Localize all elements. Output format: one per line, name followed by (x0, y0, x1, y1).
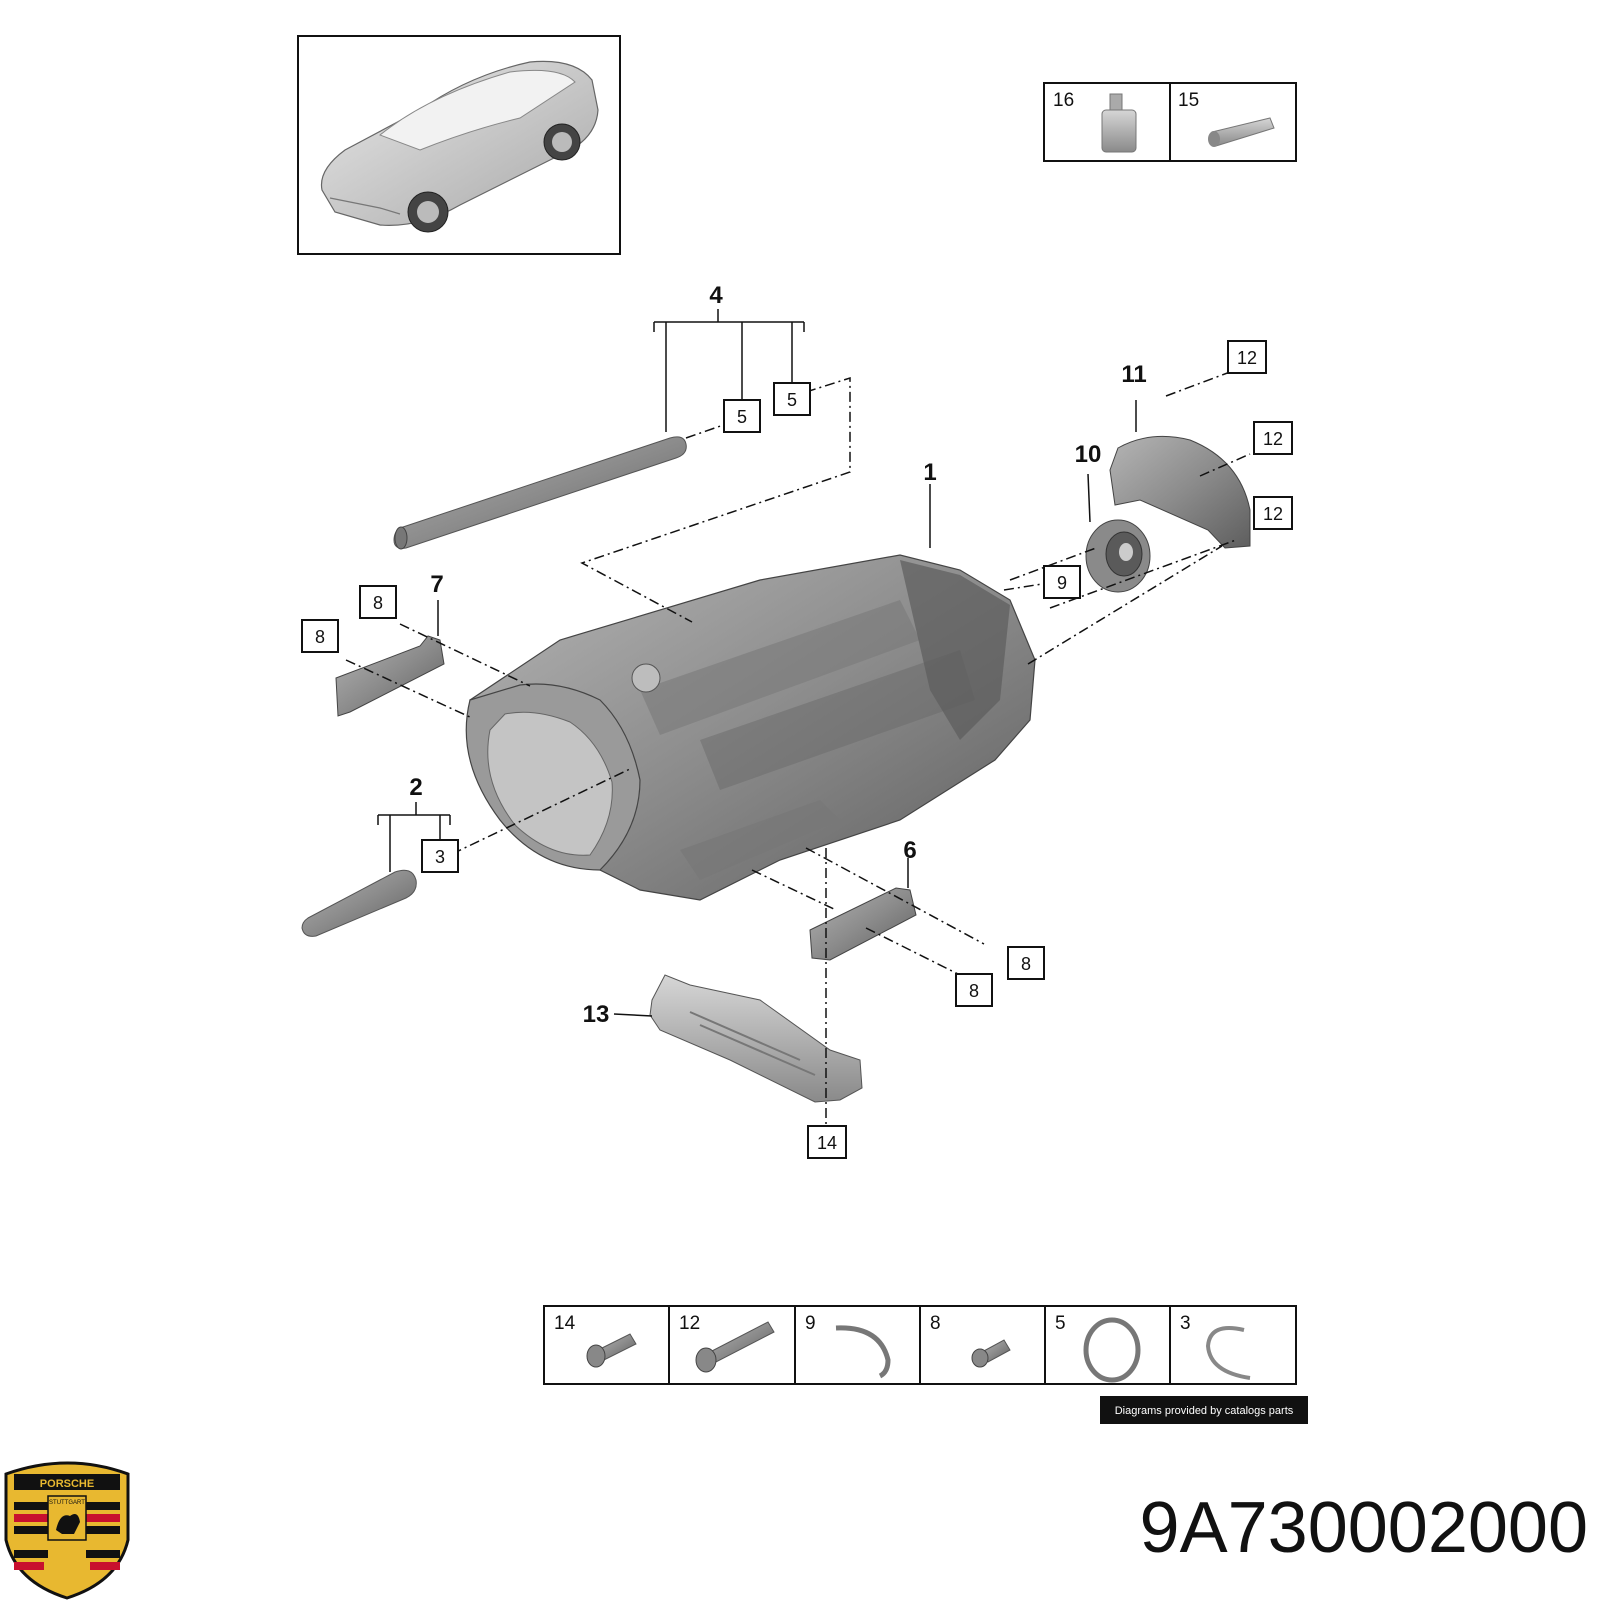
part-number: 9A730002000 (1140, 1488, 1588, 1568)
credit-text: Diagrams provided by catalogs parts (1115, 1405, 1294, 1417)
circlip-icon (835, 1325, 891, 1379)
o-ring-icon (1083, 1317, 1141, 1383)
crest-text: PORSCHE (40, 1478, 94, 1490)
boxed-callout-9: 9 (1057, 573, 1067, 593)
fastener-label: 12 (679, 1313, 700, 1334)
callout-1: 1 (923, 459, 936, 486)
boxed-callout-8: 8 (315, 627, 325, 647)
bracket-7 (335, 635, 445, 717)
fasteners-table: 14 12 9 8 5 3 (543, 1305, 1297, 1385)
oil-bottle-icon (1101, 93, 1137, 153)
boxed-callout-8: 8 (1021, 954, 1031, 974)
mount-bracket-13 (649, 974, 863, 1103)
boxed-callout-3: 3 (435, 847, 445, 867)
boxed-callout-12: 12 (1263, 504, 1283, 524)
porsche-crest-logo: PORSCHE STUTTGART (4, 1461, 130, 1600)
boxed-callout-5: 5 (737, 407, 747, 427)
snap-ring-icon (1205, 1326, 1251, 1380)
grease-tube-icon (1208, 117, 1275, 147)
input-shaft (393, 436, 687, 550)
boxed-callout-12: 12 (1237, 348, 1257, 368)
drive-flange-shaft (301, 869, 417, 937)
assembly-lines (345, 371, 1251, 1132)
callout-4: 4 (709, 282, 723, 309)
boxed-callout-14: 14 (817, 1133, 837, 1153)
small-bolt-icon (971, 1339, 1011, 1368)
fastener-label: 5 (1055, 1313, 1066, 1334)
callout-7: 7 (430, 571, 443, 598)
boxed-callout-5: 5 (787, 390, 797, 410)
fastener-label: 9 (805, 1313, 816, 1334)
credit-bar: Diagrams provided by catalogs parts (1100, 1396, 1308, 1424)
callout-11: 11 (1121, 361, 1146, 388)
leader-lines (377, 309, 1137, 1017)
callout-10: 10 (1075, 441, 1102, 468)
consumables-table: 16 15 (1043, 82, 1297, 162)
boxed-callout-12: 12 (1263, 429, 1283, 449)
callouts: 4 1 11 10 7 2 6 13 (409, 282, 1146, 1028)
cover-11 (1109, 435, 1251, 549)
fastener-label: 3 (1180, 1313, 1191, 1334)
long-bolt-icon (695, 1321, 775, 1373)
vehicle-thumbnail (297, 35, 621, 255)
consumable-label: 15 (1178, 90, 1199, 111)
crest-subtext: STUTTGART (49, 1500, 85, 1506)
boxed-callouts: 5 5 12 12 12 9 8 8 3 8 8 14 (301, 340, 1293, 1159)
consumable-label: 16 (1053, 90, 1074, 111)
bracket-6 (809, 887, 917, 961)
callout-13: 13 (583, 1001, 610, 1028)
fastener-label: 8 (930, 1313, 941, 1334)
short-bolt-icon (586, 1333, 637, 1368)
boxed-callout-8: 8 (969, 981, 979, 1001)
transmission-housing (465, 554, 1036, 901)
callout-2: 2 (409, 774, 422, 801)
callout-6: 6 (903, 837, 916, 864)
boxed-callout-8: 8 (373, 593, 383, 613)
fastener-label: 14 (554, 1313, 576, 1334)
car-illustration (320, 60, 599, 233)
seal-10 (1085, 519, 1151, 593)
